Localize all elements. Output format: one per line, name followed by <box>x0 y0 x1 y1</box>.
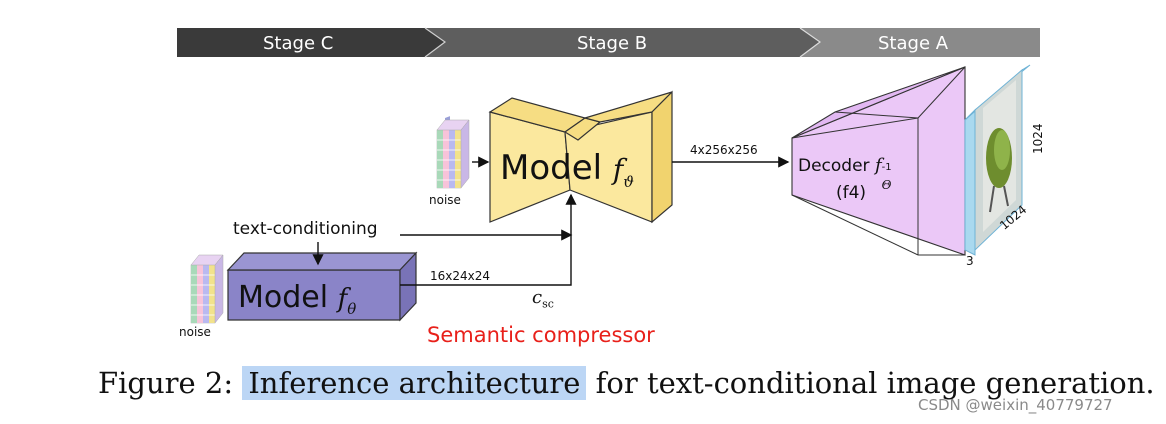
csc-main: c <box>532 287 543 308</box>
stage-c-model-symbol: f <box>337 284 348 314</box>
stage-b-model-block <box>488 90 673 224</box>
watermark: CSDN @weixin_40779727 <box>918 396 1113 414</box>
output-image <box>964 64 1031 256</box>
noise-grid-stage-c <box>190 254 224 324</box>
caption-highlight: Inference architecture <box>242 366 587 400</box>
dim-channels: 3 <box>966 254 974 268</box>
stage-b-model-symbol: f <box>612 153 624 186</box>
stage-c-model-word: Model <box>238 280 329 315</box>
stage-c-banner <box>177 28 445 57</box>
stage-b-banner <box>425 28 820 57</box>
noise-grid-stage-b <box>436 116 470 189</box>
stage-a-banner <box>800 28 1040 57</box>
stage-c-output-dims: 16x24x24 <box>430 269 491 283</box>
decoder-note: (f4) <box>836 183 867 203</box>
connector-lines <box>312 156 790 286</box>
caption-suffix: for text-conditional image generation. <box>586 366 1155 400</box>
decoder-subscript: Θ <box>881 178 892 192</box>
figure-caption: Figure 2: Inference architecture for tex… <box>98 366 1155 400</box>
stage-b-model-word: Model <box>500 148 603 188</box>
dim-height: 1024 <box>1031 123 1045 154</box>
csc-label: csc <box>532 287 554 311</box>
noise-label-stage-c: noise <box>179 325 211 339</box>
stage-b-label: Stage B <box>577 33 648 54</box>
stage-a-label: Stage A <box>878 33 949 54</box>
decoder-block <box>791 66 966 256</box>
stage-b-output-dims: 4x256x256 <box>690 143 758 157</box>
stage-b-model-subscript: ϑ <box>623 172 635 191</box>
noise-label-stage-b: noise <box>429 193 461 207</box>
stage-c-label: Stage C <box>263 33 334 54</box>
decoder-symbol: f <box>874 155 882 176</box>
decoder-word: Decoder <box>798 156 870 176</box>
caption-prefix: Figure 2: <box>98 366 243 400</box>
decoder-superscript: -1 <box>881 162 892 173</box>
semantic-compressor-label: Semantic compressor <box>427 323 655 347</box>
stage-b-model-label: Model fϑ <box>500 148 634 191</box>
decoder-label: Decoder f -1 Θ <box>798 155 896 192</box>
csc-subscript: sc <box>542 297 554 311</box>
text-conditioning-label: text-conditioning <box>233 219 378 239</box>
stage-c-model-subscript: θ <box>347 300 357 318</box>
stage-c-model-label: Model fθ <box>238 280 356 318</box>
